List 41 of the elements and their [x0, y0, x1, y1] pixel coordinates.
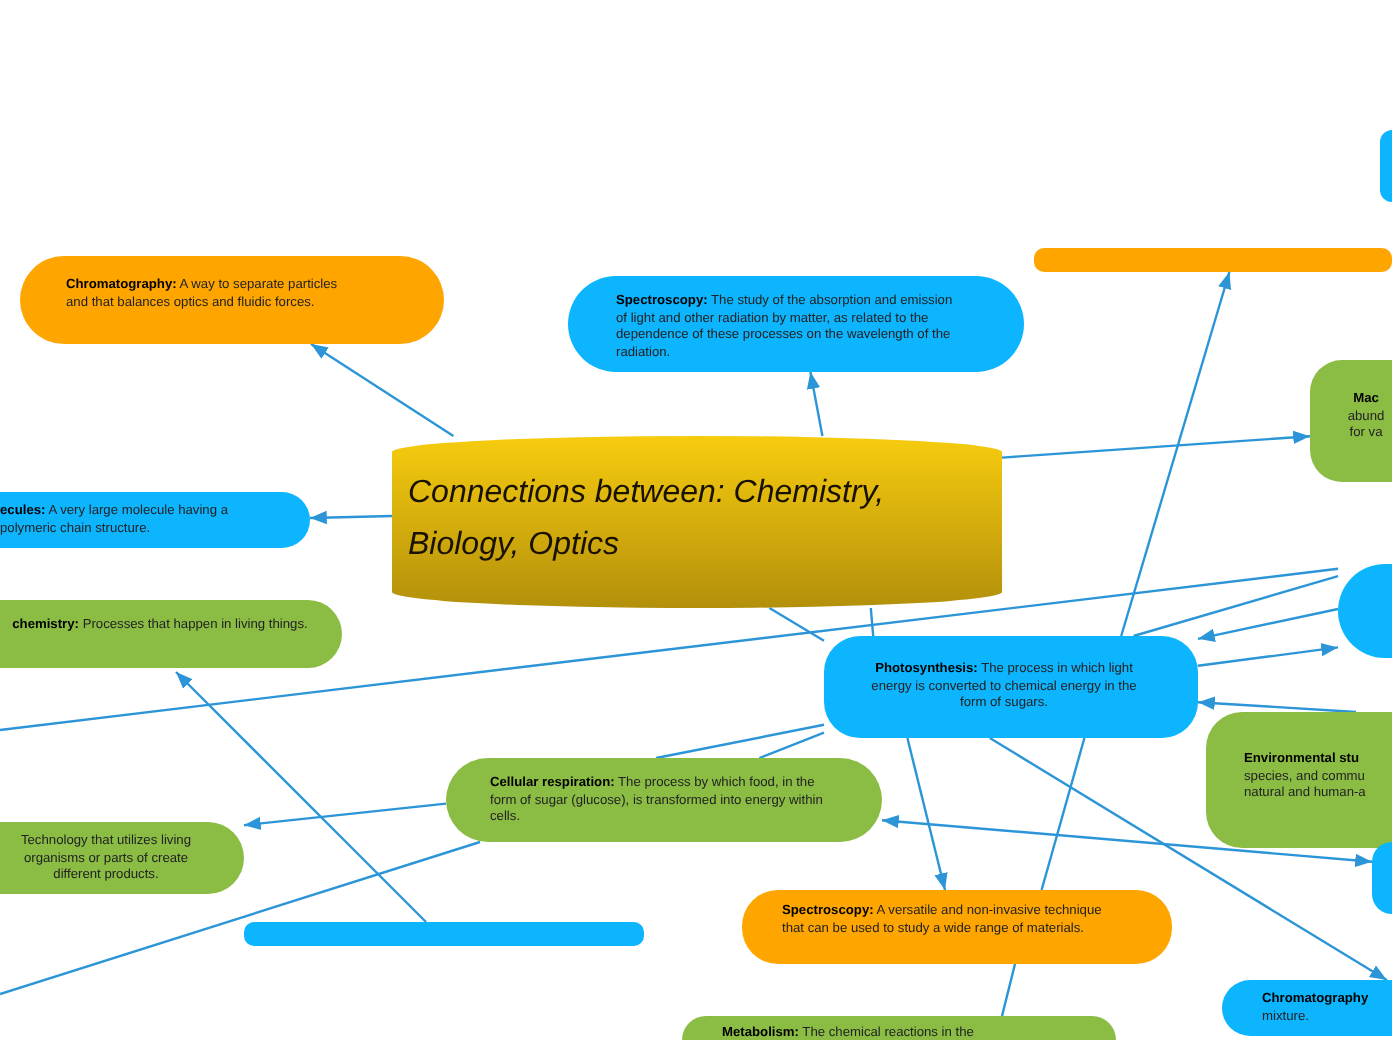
arrow: [309, 510, 393, 525]
arrow: [906, 737, 948, 891]
topic-bubble: [742, 890, 1172, 964]
topic-bubble: [1372, 842, 1392, 914]
topic-bar: [1034, 248, 1392, 272]
arrow: [310, 343, 455, 437]
topic-bubble: [0, 492, 310, 548]
topic-bar: [244, 922, 644, 946]
arrow: [1197, 696, 1357, 714]
topic-bubble: [1338, 564, 1392, 658]
arrow: [989, 736, 1388, 982]
arrow: [1001, 430, 1311, 459]
topic-bubble: [824, 636, 1198, 738]
topic-bubble: [1310, 360, 1392, 482]
arrow: [881, 814, 1373, 868]
arrow: [1120, 271, 1232, 637]
arrow: [1197, 607, 1339, 642]
topic-bubble: [0, 822, 244, 894]
topic-bubble: [568, 276, 1024, 372]
connector-line: [1133, 575, 1339, 638]
connector-line: [0, 840, 481, 996]
topic-bubble: [446, 758, 882, 842]
arrow: [806, 371, 824, 437]
connector-line: [1040, 737, 1086, 891]
arrow: [1197, 642, 1339, 667]
topic-bubble: [0, 600, 342, 668]
title-text: Connections between: Chemistry, Biology, Optics: [408, 474, 887, 566]
connector-line: [869, 607, 875, 637]
topic-bubble: [1206, 712, 1392, 848]
topic-bubble: [1380, 130, 1392, 202]
arrow: [175, 671, 427, 923]
connector-line: [655, 723, 825, 760]
connector-line: [1000, 963, 1017, 1017]
connector-line: [758, 731, 825, 760]
arrow: [243, 802, 447, 831]
connector-line: [768, 606, 825, 642]
topic-bubble: [20, 256, 444, 344]
topic-bubble: [682, 1016, 1116, 1040]
connector-line: [0, 567, 1339, 732]
topic-bubble: [1222, 980, 1392, 1036]
central-topic: [392, 436, 1002, 608]
